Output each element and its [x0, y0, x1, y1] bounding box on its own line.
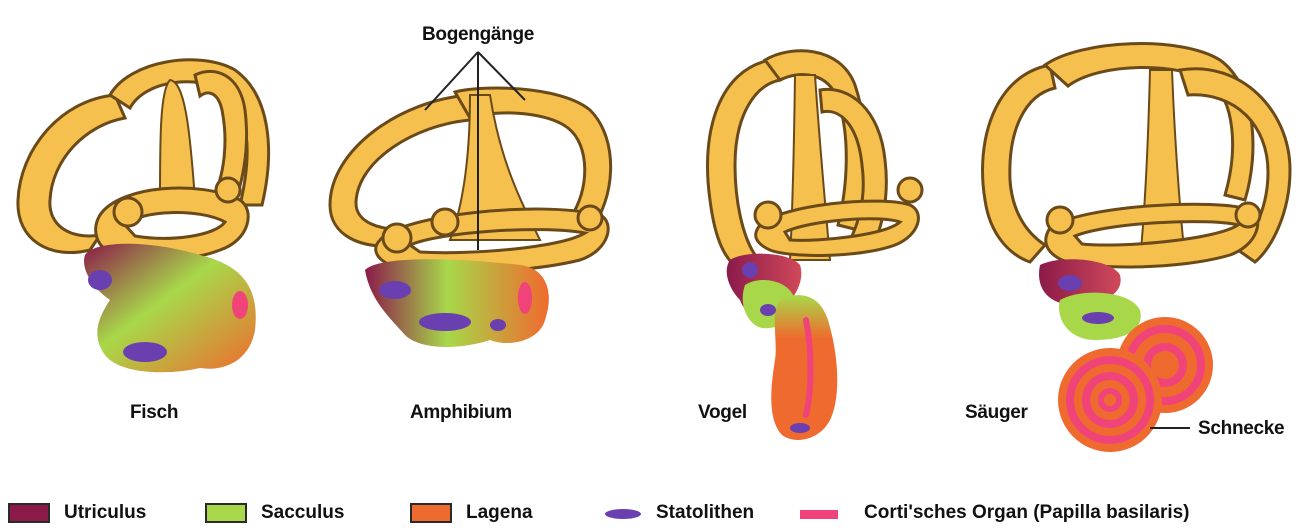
- fish-corti-organ: [232, 291, 248, 319]
- legend-item-corti: Corti'sches Organ (Papilla basilaris): [864, 498, 1190, 528]
- legend-label-corti: Corti'sches Organ (Papilla basilaris): [864, 502, 1190, 524]
- mammal-canal-outer: [983, 65, 1055, 262]
- mammal-ampulla-1: [1047, 207, 1073, 233]
- amph-ampulla-1: [383, 224, 411, 252]
- legend-item-lagena: Lagena: [410, 498, 533, 528]
- bird-statolith-sacculus: [760, 304, 776, 316]
- bird-lagena: [771, 295, 837, 440]
- legend-item-sacculus: Sacculus: [205, 498, 344, 528]
- organism-label-fisch: Fisch: [130, 402, 178, 424]
- amph-ampulla-3: [578, 206, 602, 230]
- amph-ampulla-2: [432, 209, 458, 235]
- mammal-common-crus: [1140, 70, 1185, 260]
- statolith-legend-glyph: [605, 509, 641, 519]
- mammal-ampulla-2: [1236, 203, 1260, 227]
- fish-vestibule: [84, 244, 256, 372]
- organism-label-amphibium: Amphibium: [410, 402, 512, 424]
- bird-ampulla-2: [898, 178, 922, 202]
- legend-swatch-utriculus: [8, 503, 50, 523]
- legend-item-utriculus: Utriculus: [8, 498, 146, 528]
- fish-statolith-sacculus: [123, 342, 167, 362]
- bogengaenge-label: Bogengänge: [422, 24, 534, 46]
- fish-common-crus: [160, 80, 195, 200]
- legend-label-statolithen: Statolithen: [656, 502, 754, 524]
- legend-swatch-lagena: [410, 503, 452, 523]
- amphibian-inner-ear: [330, 88, 611, 347]
- organism-label-saeuger: Säuger: [965, 402, 1028, 424]
- legend-swatch-sacculus: [205, 503, 247, 523]
- legend-label-sacculus: Sacculus: [261, 502, 344, 524]
- mammal-statolith-utriculus: [1058, 275, 1082, 291]
- bird-inner-ear: [708, 51, 923, 440]
- fish-inner-ear: [18, 60, 269, 372]
- bird-ampulla-1: [755, 202, 781, 228]
- mammal-inner-ear: [983, 44, 1290, 452]
- corti-legend-glyph: [800, 510, 838, 519]
- amph-corti-organ: [518, 282, 532, 314]
- fish-ampulla-2: [216, 178, 240, 202]
- schnecke-label: Schnecke: [1198, 418, 1284, 440]
- legend-item-statolithen: Statolithen: [656, 498, 754, 528]
- fish-ampulla-1: [114, 198, 142, 226]
- amph-statolith-lagena: [490, 319, 506, 331]
- amph-statolith-utriculus: [379, 281, 411, 299]
- mammal-statolith-sacculus: [1082, 312, 1114, 324]
- legend-label-utriculus: Utriculus: [64, 502, 146, 524]
- bird-statolith-utriculus: [742, 262, 758, 278]
- legend-label-lagena: Lagena: [466, 502, 533, 524]
- bird-statolith-lagena: [790, 423, 810, 433]
- organism-label-vogel: Vogel: [698, 402, 747, 424]
- amph-statolith-sacculus: [419, 313, 471, 331]
- fish-statolith-utriculus: [88, 270, 112, 290]
